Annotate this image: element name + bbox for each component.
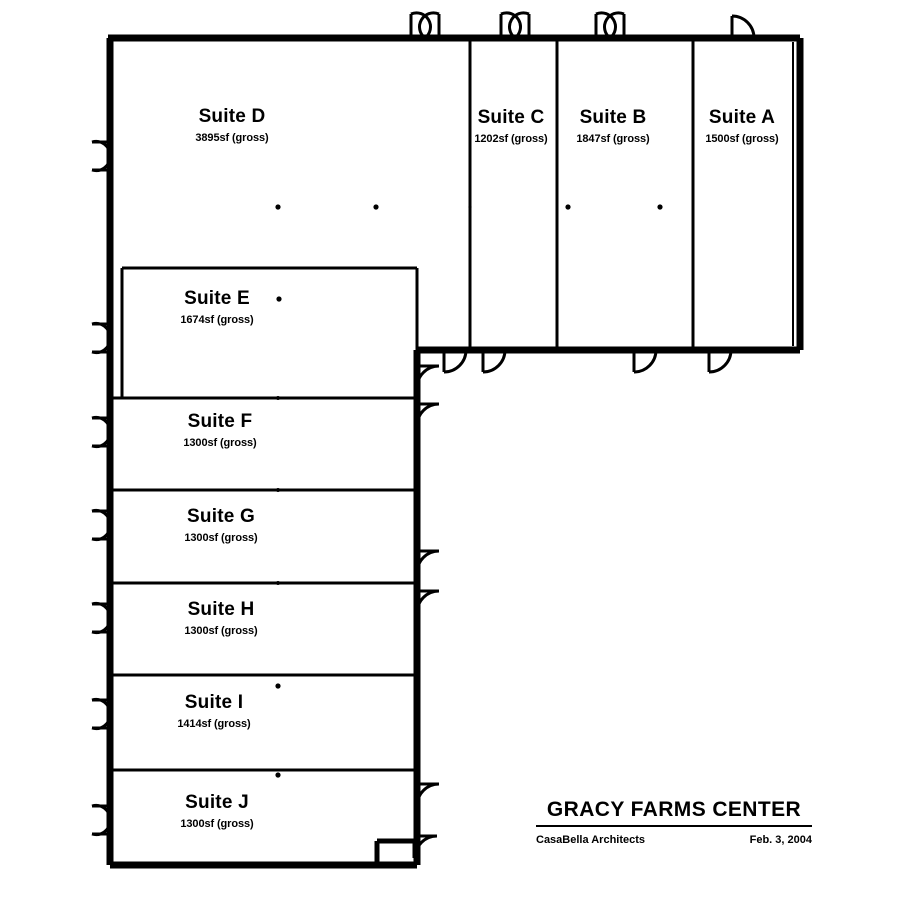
suite-name-h: Suite H	[187, 599, 255, 620]
door-single-right-suite-d-lower	[415, 364, 440, 389]
suite-name-j: Suite J	[185, 792, 249, 813]
suite-name-f: Suite F	[187, 411, 253, 432]
suite-area-e: 1674sf (gross)	[180, 314, 254, 326]
door-double-left-group	[91, 139, 112, 837]
drawing-date: Feb. 3, 2004	[749, 834, 812, 846]
door-single-wing-c-left	[442, 349, 468, 374]
suite-name-e: Suite E	[184, 288, 250, 309]
door-single-bottom-wing-group	[442, 349, 733, 374]
door-double-top-3	[594, 11, 626, 40]
suite-label-a: Suite A 1500sf (gross)	[646, 108, 838, 145]
suite-area-a: 1500sf (gross)	[705, 133, 779, 145]
titleblock: GRACY FARMS CENTER CasaBella Architects …	[536, 798, 812, 846]
suite-area-b: 1847sf (gross)	[576, 133, 650, 145]
exterior-walls	[106, 34, 804, 869]
door-single-wing-a	[707, 349, 733, 374]
titleblock-subline: CasaBella Architects Feb. 3, 2004	[536, 834, 812, 846]
door-single-right-suite-h	[415, 589, 440, 614]
door-single-top-4	[730, 14, 756, 39]
suite-area-i: 1414sf (gross)	[177, 718, 251, 730]
suite-area-f: 1300sf (gross)	[183, 437, 257, 449]
project-title: GRACY FARMS CENTER	[536, 798, 812, 827]
suite-name-c: Suite C	[477, 107, 545, 128]
suite-label-d: Suite D 3895sf (gross)	[136, 107, 328, 144]
suite-name-i: Suite I	[184, 692, 244, 713]
suite-area-h: 1300sf (gross)	[184, 625, 258, 637]
door-double-left-suite-e	[91, 321, 112, 355]
door-double-left-suite-j	[91, 803, 112, 837]
suite-name-b: Suite B	[579, 107, 647, 128]
suite-label-e: Suite E 1674sf (gross)	[121, 289, 313, 326]
suite-name-a: Suite A	[708, 107, 776, 128]
door-single-right-suite-e	[415, 402, 440, 427]
suite-label-j: Suite J 1300sf (gross)	[121, 793, 313, 830]
suite-area-c: 1202sf (gross)	[474, 133, 548, 145]
suite-label-c: Suite C 1202sf (gross)	[415, 108, 607, 145]
door-double-left-suite-g	[91, 508, 112, 542]
door-single-right-wing-group	[413, 364, 440, 859]
door-double-top-group	[409, 11, 756, 40]
architect-firm-name: CasaBella Architects	[536, 834, 646, 846]
door-double-top-1	[409, 11, 441, 40]
door-double-left-suite-i	[91, 697, 112, 731]
vestibule-closet	[374, 838, 418, 864]
door-double-left-suite-h	[91, 601, 112, 635]
suite-area-g: 1300sf (gross)	[184, 532, 258, 544]
suite-area-d: 3895sf (gross)	[195, 132, 269, 144]
suite-name-g: Suite G	[187, 506, 255, 527]
interior-partitions	[113, 41, 695, 772]
door-double-left-suite-f	[91, 415, 112, 449]
door-single-right-suite-j	[415, 782, 440, 807]
suite-label-b: Suite B 1847sf (gross)	[517, 108, 709, 145]
suite-label-f: Suite F 1300sf (gross)	[124, 412, 316, 449]
door-single-wing-b	[632, 349, 658, 374]
door-single-wing-c-right	[481, 349, 507, 374]
door-double-left-suite-d	[91, 139, 112, 173]
suite-label-h: Suite H 1300sf (gross)	[125, 600, 317, 637]
suite-label-i: Suite I 1414sf (gross)	[118, 693, 310, 730]
column-markers	[275, 204, 663, 778]
door-single-right-vestibule	[413, 834, 438, 859]
door-single-right-suite-g	[415, 549, 440, 574]
suite-name-d: Suite D	[198, 106, 266, 127]
suite-label-g: Suite G 1300sf (gross)	[125, 507, 317, 544]
door-double-top-2	[499, 11, 531, 40]
suite-area-j: 1300sf (gross)	[180, 818, 254, 830]
